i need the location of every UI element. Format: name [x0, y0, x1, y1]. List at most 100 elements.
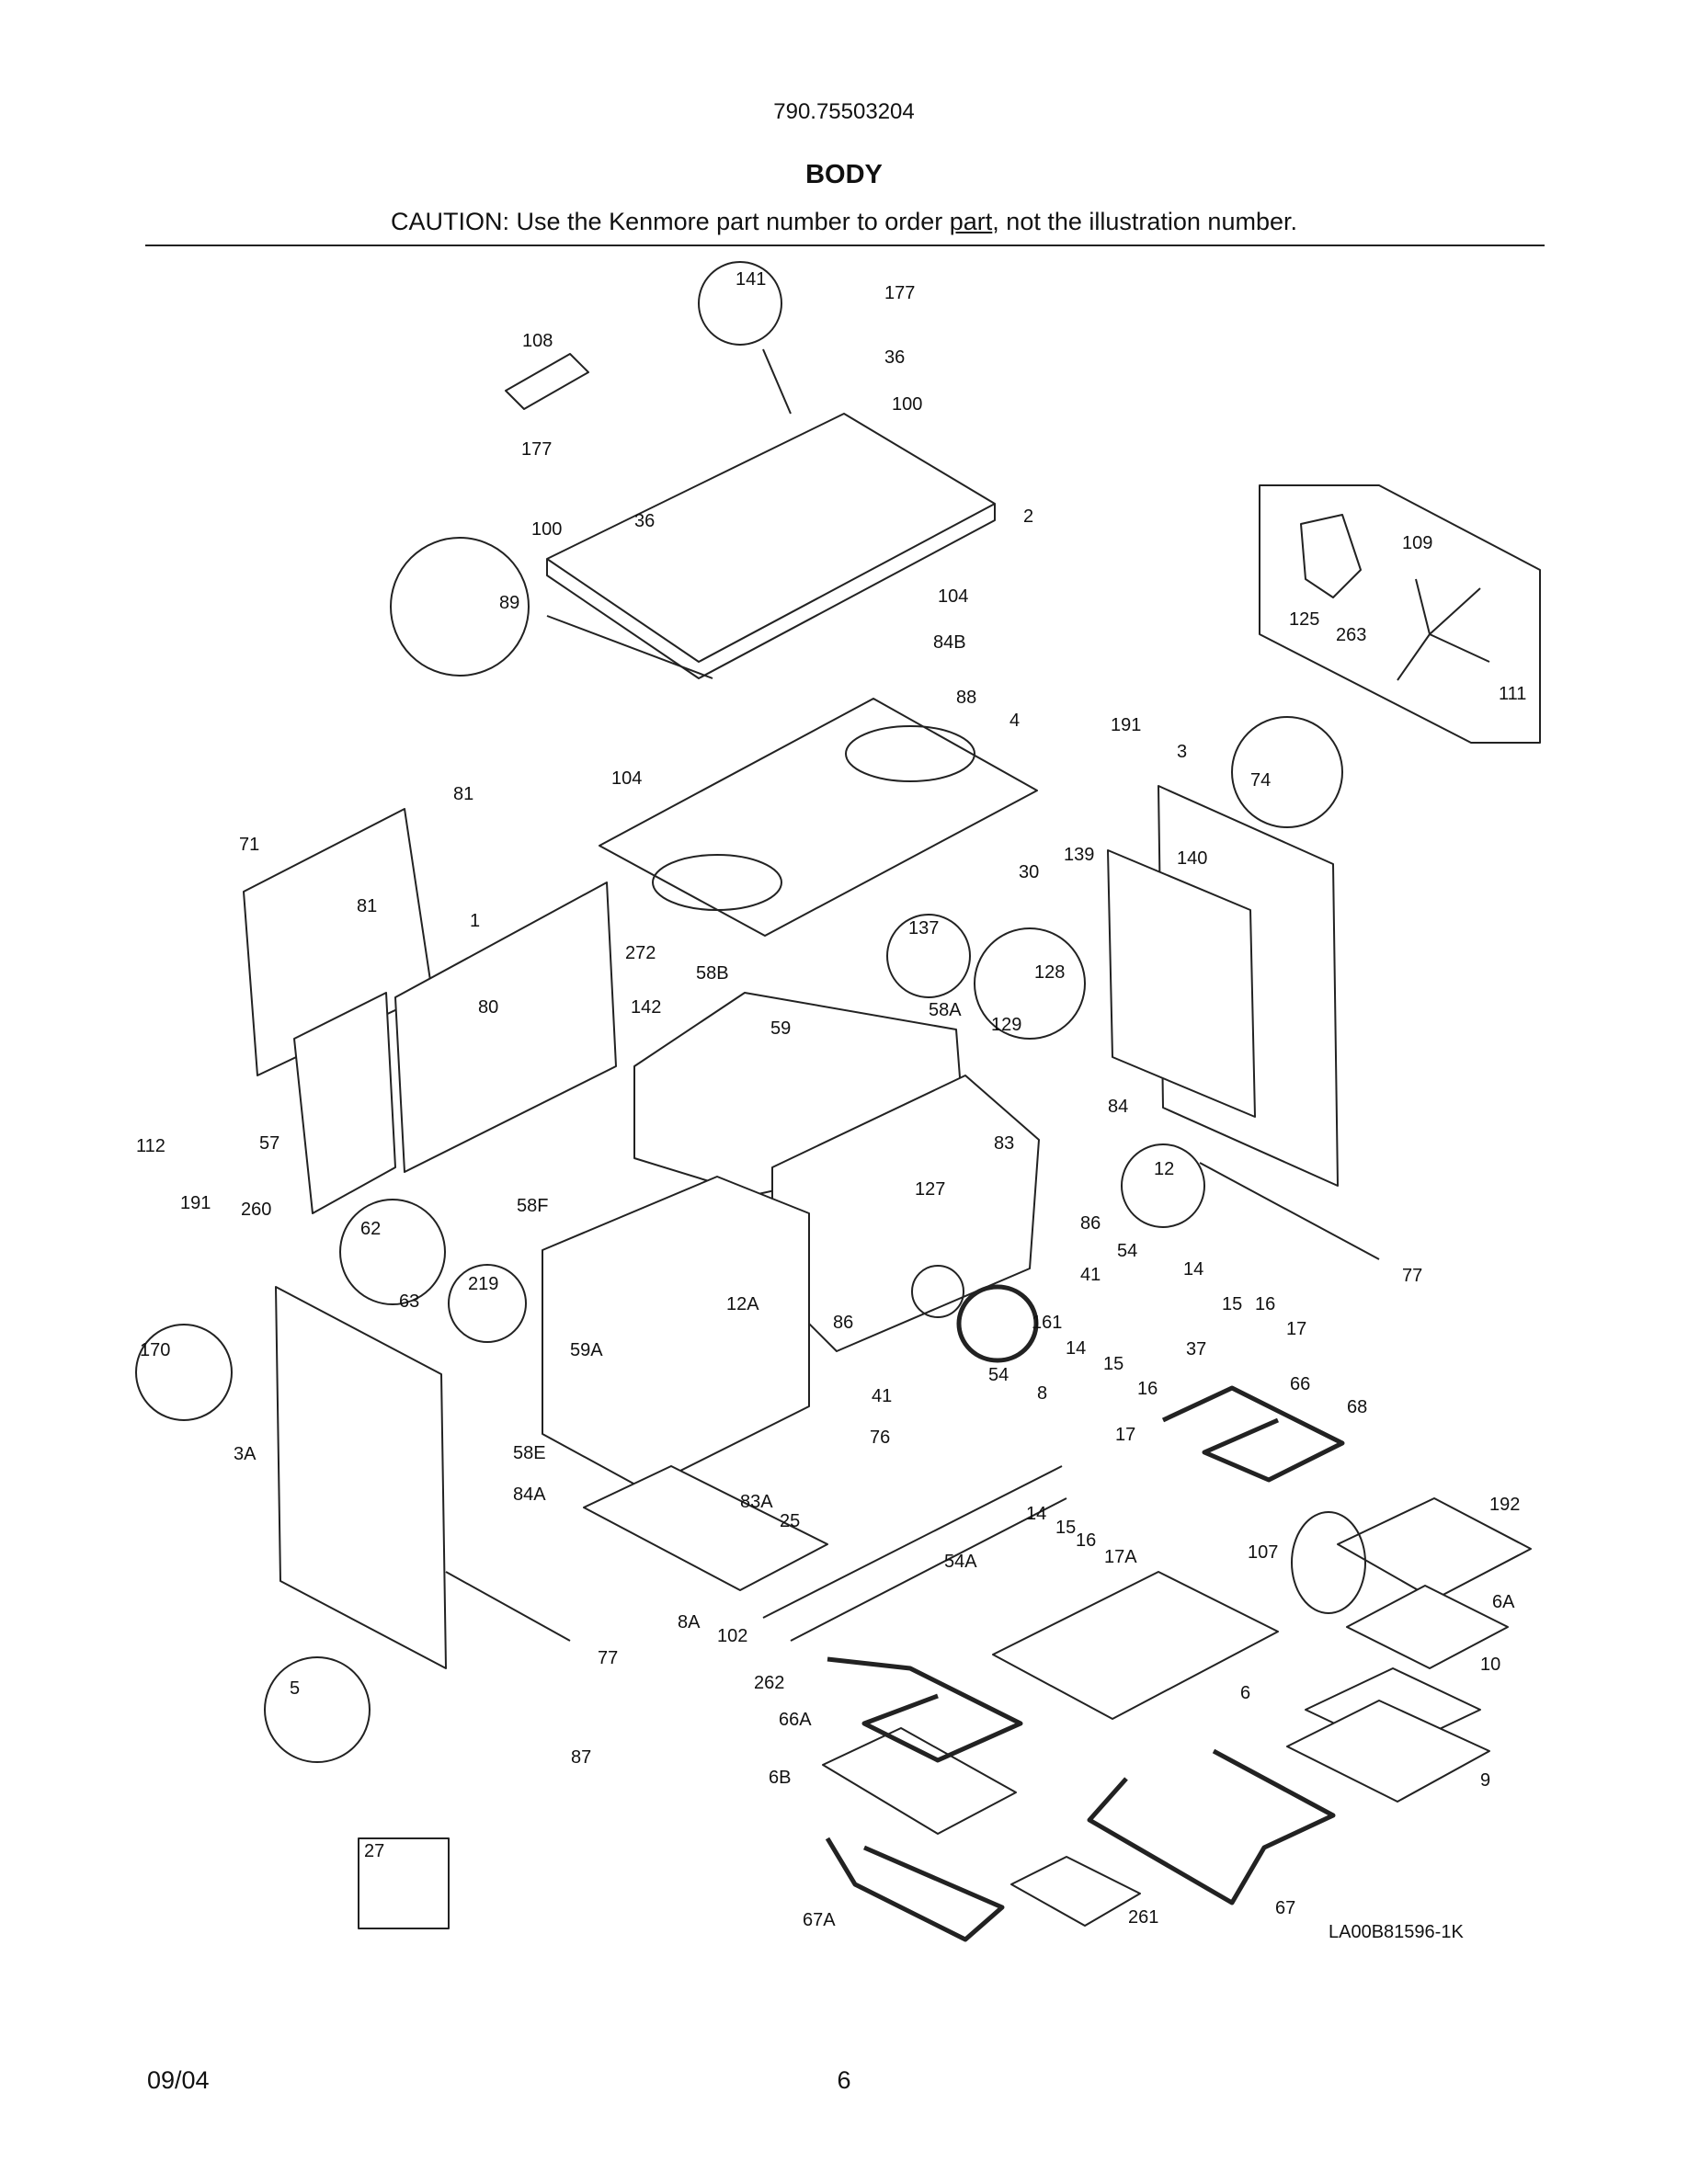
callout-128: 128 [1034, 962, 1065, 983]
callout-30: 30 [1019, 862, 1039, 882]
lower-rail [790, 1497, 1067, 1642]
callout-263: 263 [1336, 625, 1366, 645]
callout-54a: 54A [944, 1552, 977, 1572]
caution-suffix: , not the illustration number. [992, 208, 1297, 235]
detail-circle-12 [1121, 1143, 1205, 1228]
top-panel-edge [546, 504, 996, 679]
lower-bake-element [825, 1837, 1005, 1942]
callout-54: 54 [988, 1365, 1009, 1385]
callout-17: 17 [1286, 1319, 1306, 1339]
convection-fan-cover [1291, 1511, 1366, 1614]
footer-page-number: 6 [837, 2066, 851, 2094]
detail-circle-74 [1231, 716, 1343, 828]
callout-37: 37 [1186, 1339, 1206, 1359]
callout-81: 81 [357, 896, 377, 916]
vent-duct [505, 353, 589, 410]
broil-pan-base [1286, 1700, 1490, 1803]
callout-17: 17 [1115, 1425, 1135, 1445]
callout-108: 108 [522, 331, 553, 351]
callout-191: 191 [1111, 715, 1141, 735]
side-rail-left [445, 1571, 571, 1642]
upper-oven-ring-element [956, 1284, 1039, 1363]
callout-10: 10 [1480, 1655, 1500, 1675]
callout-15: 15 [1103, 1354, 1123, 1374]
callout-76: 76 [870, 1428, 890, 1448]
caution-underlined: part [949, 208, 993, 235]
callout-2: 2 [1023, 506, 1033, 527]
callout-6b: 6B [769, 1768, 791, 1788]
detail-circle-137 [886, 914, 971, 998]
drip-tray [1010, 1856, 1141, 1927]
callout-17a: 17A [1104, 1547, 1137, 1567]
callout-1: 1 [470, 911, 480, 931]
callout-140: 140 [1177, 848, 1207, 869]
bake-element [1087, 1748, 1336, 1905]
front-rail [762, 1465, 1063, 1619]
oven-top-burner-2 [652, 854, 782, 911]
callout-260: 260 [241, 1200, 271, 1220]
fan-motor-inset-box [1259, 484, 1541, 744]
lower-broil-element [827, 1656, 1023, 1763]
callout-192: 192 [1489, 1495, 1520, 1515]
callout-57: 57 [259, 1133, 279, 1154]
callout-62: 62 [360, 1219, 381, 1239]
callout-41: 41 [872, 1386, 892, 1406]
inset-box-27 [358, 1837, 450, 1929]
callout-100: 100 [892, 394, 922, 415]
callout-161: 161 [1032, 1313, 1062, 1333]
callout-3: 3 [1177, 742, 1187, 762]
callout-67a: 67A [803, 1910, 836, 1930]
callout-88: 88 [956, 688, 976, 708]
broil-element [1161, 1385, 1345, 1483]
callout-102: 102 [717, 1626, 747, 1646]
callout-104: 104 [611, 768, 642, 789]
callout-68: 68 [1347, 1397, 1367, 1417]
callout-3a: 3A [234, 1444, 257, 1464]
model-number: 790.75503204 [773, 99, 915, 124]
convection-fan-motor [1300, 514, 1362, 598]
callout-9: 9 [1480, 1770, 1490, 1791]
callout-219: 219 [468, 1274, 498, 1294]
leader-141 [762, 348, 792, 415]
callout-41: 41 [1080, 1265, 1101, 1285]
callout-25: 25 [780, 1511, 800, 1531]
convection-fan-blade-inset [1397, 578, 1490, 681]
callout-125: 125 [1289, 609, 1319, 630]
callout-71: 71 [239, 835, 259, 855]
footer-date: 09/04 [147, 2066, 210, 2094]
callout-66a: 66A [779, 1710, 812, 1730]
side-rail-right [1199, 1162, 1380, 1260]
callout-58b: 58B [696, 963, 729, 984]
drawing-code: LA00B81596-1K [1329, 1922, 1464, 1942]
callout-89: 89 [499, 593, 519, 613]
side-panel-left-outer [275, 1286, 447, 1669]
callout-84a: 84A [513, 1484, 546, 1505]
callout-142: 142 [631, 997, 661, 1018]
broil-pan-grid [1337, 1497, 1532, 1600]
callout-4: 4 [1009, 711, 1020, 731]
callout-6a: 6A [1492, 1592, 1515, 1612]
callout-139: 139 [1064, 845, 1094, 865]
callout-67: 67 [1275, 1898, 1295, 1918]
callout-141: 141 [736, 269, 766, 290]
convection-fan-blade [911, 1265, 964, 1318]
callout-104: 104 [938, 586, 968, 607]
callout-59: 59 [770, 1018, 791, 1039]
detail-circle-5 [264, 1656, 371, 1763]
callout-191: 191 [180, 1193, 211, 1213]
callout-170: 170 [140, 1340, 170, 1360]
callout-54: 54 [1117, 1241, 1137, 1261]
oven-top-panel [599, 698, 1038, 937]
oven-top-burner [845, 725, 975, 782]
callout-63: 63 [399, 1291, 419, 1312]
callout-58a: 58A [929, 1000, 962, 1020]
callout-5: 5 [290, 1678, 300, 1699]
callout-127: 127 [915, 1179, 945, 1200]
callout-14: 14 [1066, 1338, 1086, 1359]
callout-100: 100 [531, 519, 562, 540]
callout-12a: 12A [726, 1294, 759, 1314]
callout-36: 36 [634, 511, 655, 531]
callout-112: 112 [136, 1136, 165, 1156]
side-panel-right-inner [1107, 849, 1256, 1118]
callout-137: 137 [908, 918, 939, 938]
